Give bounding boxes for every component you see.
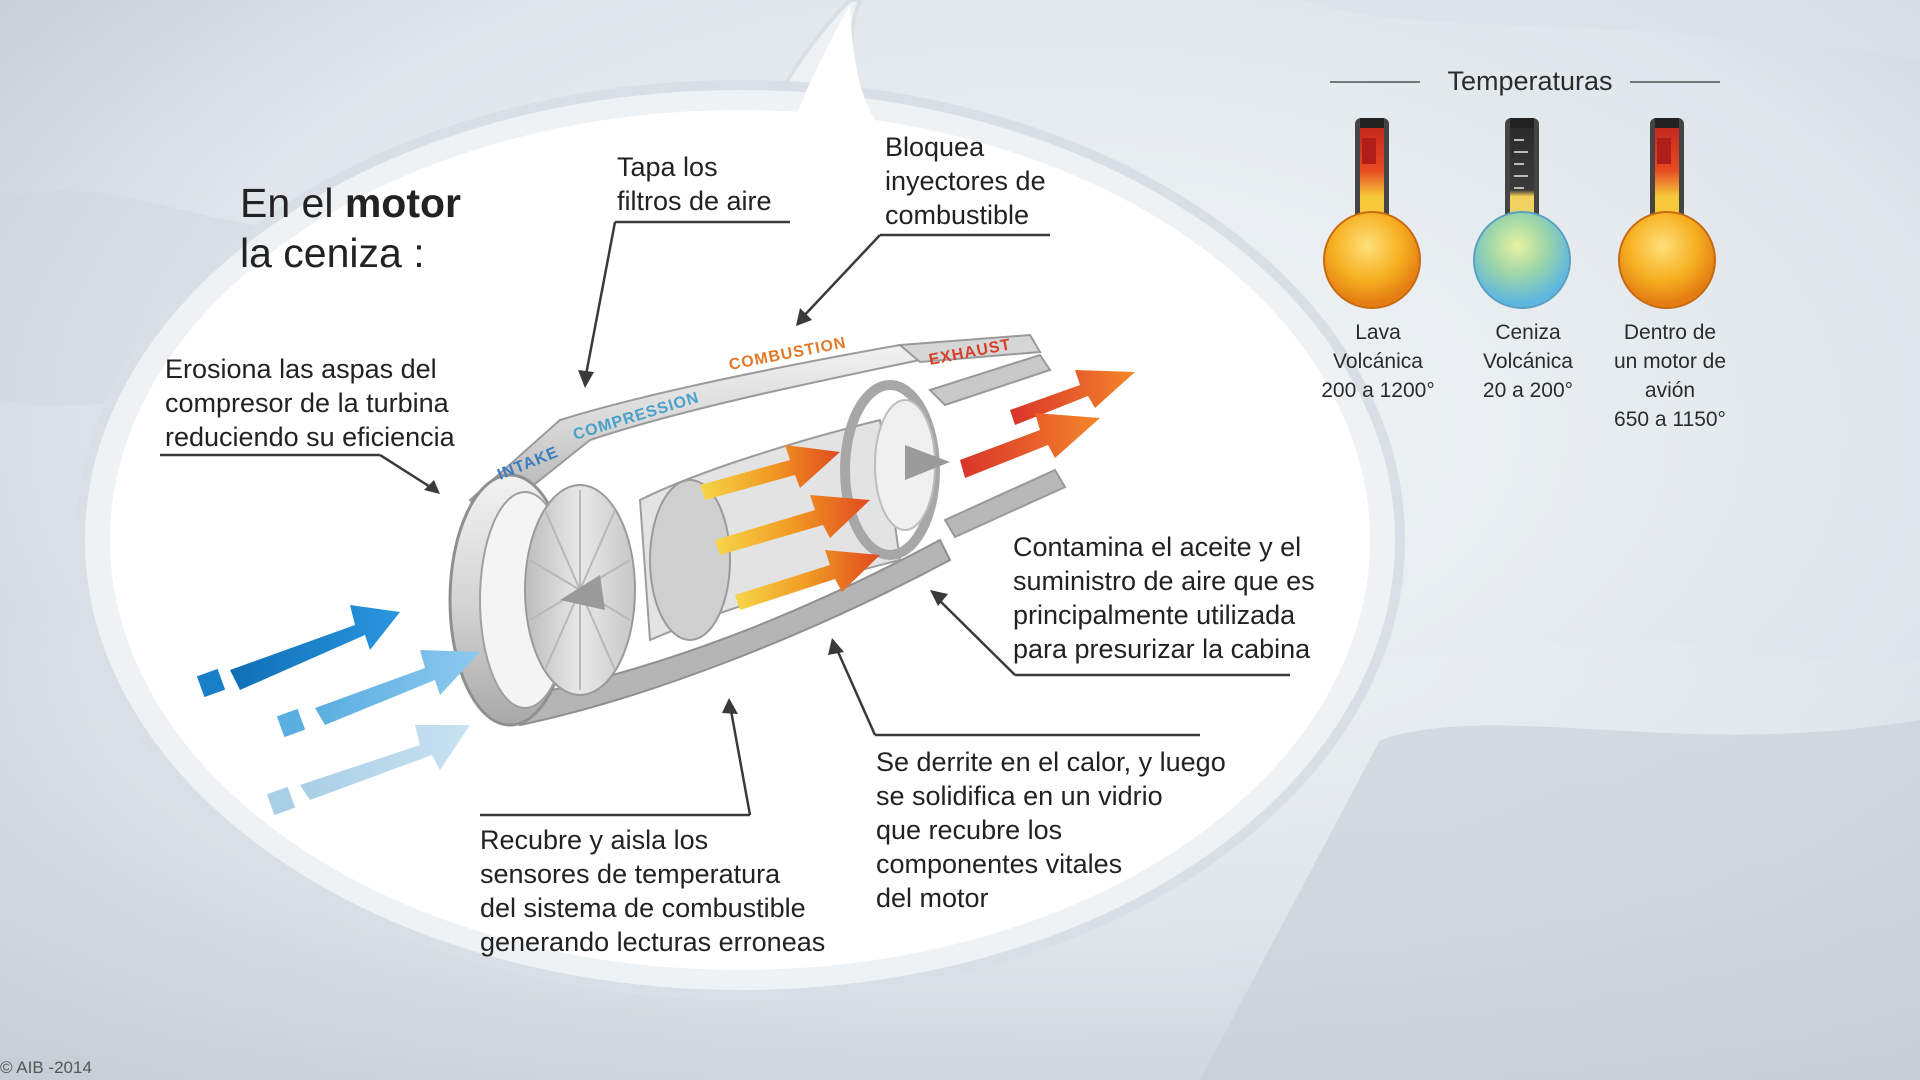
temperatures-title: Temperaturas [1447,66,1613,96]
heading-line2: la ceniza : [240,230,425,276]
temperatures-panel [1323,81,1720,309]
combustion-arrows [700,445,880,610]
intake-arrows [196,605,480,816]
heading-bold: motor [344,180,461,226]
callout-erosiona: Erosiona las aspas del compresor de la t… [165,354,455,452]
callout-derrite: Se derrite en el calor, y luego se solid… [876,747,1226,913]
callout-recubre: Recubre y aisla los sensores de temperat… [480,825,826,957]
exhaust-arrows [960,370,1135,478]
leader-arrowheads [424,308,948,714]
jet-engine-illustration: INTAKE COMPRESSION COMBUSTION EXHAUST [448,333,1067,727]
leader-lines [160,220,1290,817]
callout-contamina: Contamina el aceite y el suministro de a… [1013,532,1315,664]
thermometer-ash-label: Ceniza Volcánica 20 a 200° [1482,321,1574,402]
heading-title: En el motor la ceniza : [240,178,560,278]
thermometer-engine-label: Dentro de un motor de avión 650 a 1150° [1613,321,1727,431]
callout-filtros: Tapa los filtros de aire [617,152,772,216]
thermometer-lava-label: Lava Volcánica 200 a 1200° [1321,321,1435,402]
heading-prefix: En el [240,180,345,226]
thermometer-ash [1473,118,1571,309]
thermometer-lava [1323,118,1421,309]
thermometer-engine [1618,118,1716,309]
callout-inyectores: Bloquea inyectores de combustible [885,132,1046,230]
copyright: © AIB -2014 [0,1058,92,1077]
